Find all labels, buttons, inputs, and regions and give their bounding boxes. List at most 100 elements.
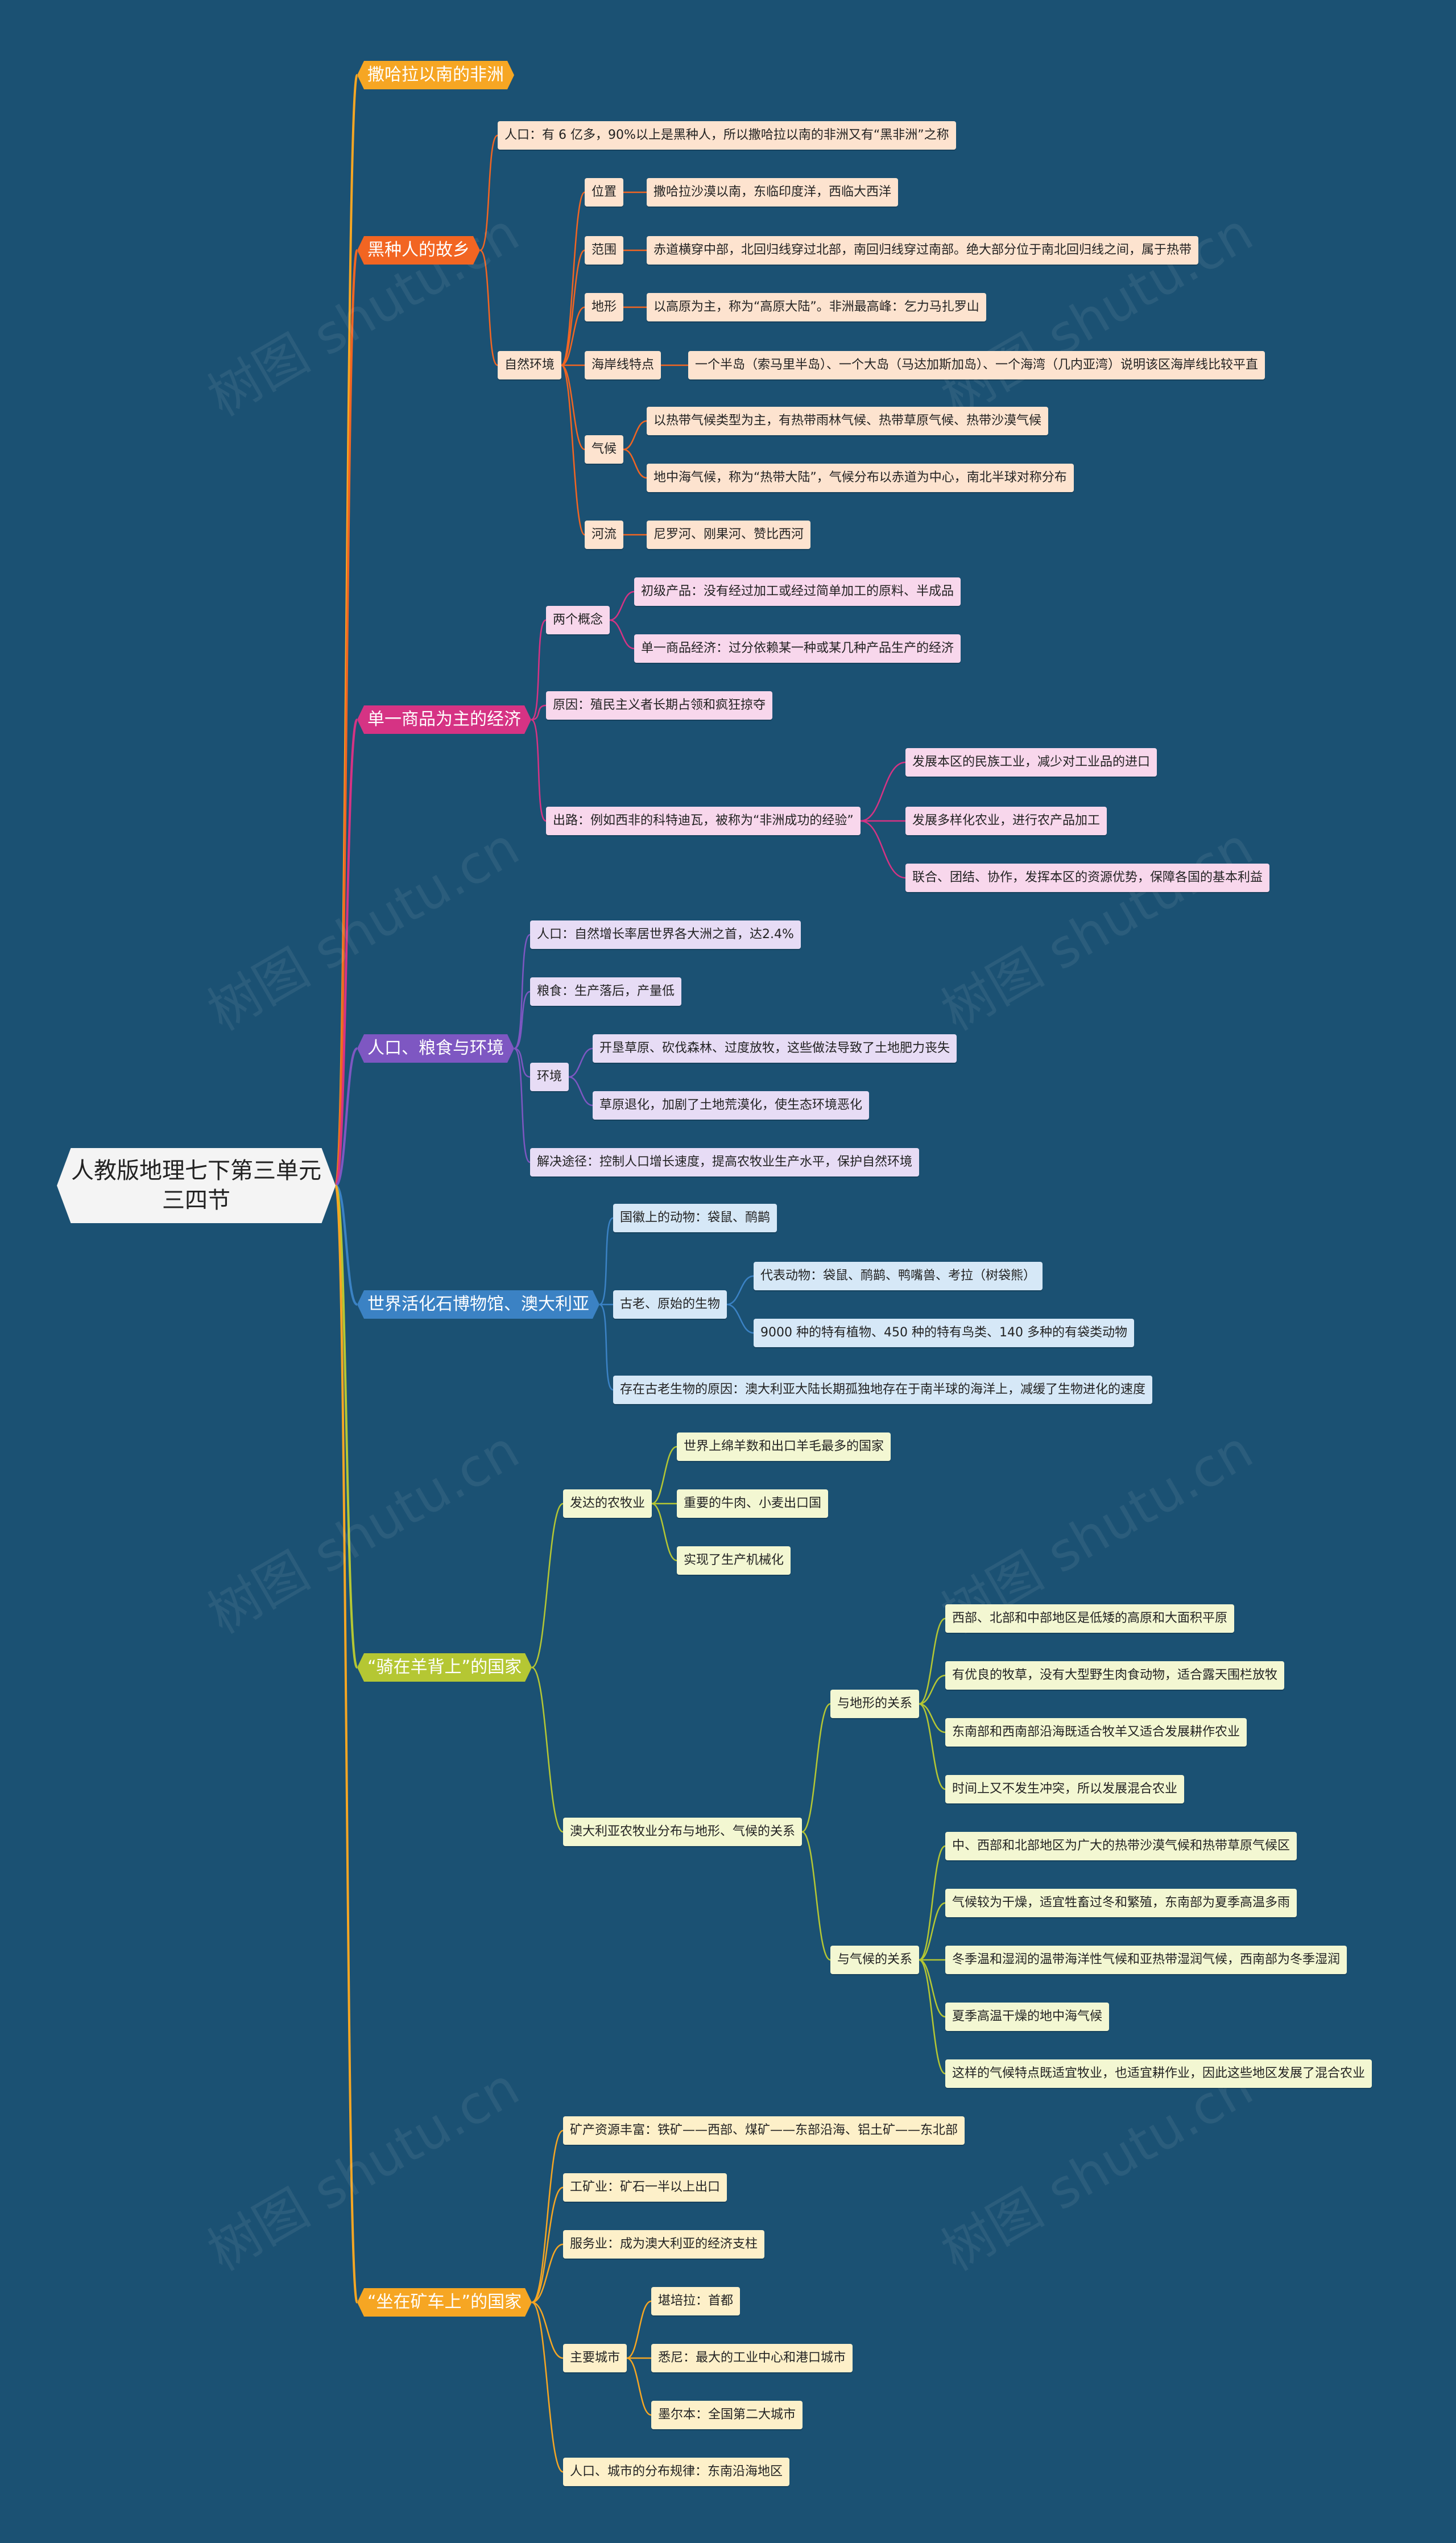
- economy-concept-primary-product[interactable]: 初级产品：没有经过加工或经过简单加工的原料、半成品: [634, 577, 961, 606]
- connector-line: [801, 1703, 831, 1833]
- sheep-terrain-relation[interactable]: 与地形的关系: [830, 1690, 920, 1718]
- connector-line: [919, 1617, 946, 1705]
- pop-growth[interactable]: 人口：自然增长率居世界各大洲之首，达2.4%: [530, 920, 801, 949]
- connector-line: [561, 306, 585, 366]
- connector-line: [531, 2186, 564, 2303]
- sheep-agriculture-1[interactable]: 世界上绵羊数和出口羊毛最多的国家: [677, 1432, 891, 1461]
- connector-line: [561, 364, 585, 451]
- connector-line: [531, 1502, 564, 1669]
- africa-natural-environment[interactable]: 自然环境: [498, 351, 562, 379]
- connector-line: [919, 1703, 946, 1790]
- connector-line: [531, 2301, 564, 2473]
- australia-ancient-animals[interactable]: 代表动物：袋鼠、鸸鹋、鸭嘴兽、考拉（树袋熊）: [754, 1262, 1043, 1290]
- africa-coastline-text[interactable]: 一个半岛（索马里半岛）、一个大岛（马达加斯加岛）、一个海湾（几内亚湾）说明该区海…: [688, 351, 1265, 379]
- sheep-terrain-2[interactable]: 有优良的牧草，没有大型野生肉食动物，适合露天围栏放牧: [945, 1661, 1285, 1690]
- africa-climate-text-2[interactable]: 地中海气候，称为“热带大陆”，气候分布以赤道为中心，南北半球对称分布: [647, 464, 1074, 492]
- topic-riding-on-mine-cart[interactable]: “坐在矿车上”的国家: [357, 2288, 532, 2317]
- topic-population-food-environment[interactable]: 人口、粮食与环境: [357, 1034, 514, 1063]
- connector-line: [623, 420, 647, 451]
- economy-cause[interactable]: 原因：殖民主义者长期占领和疯狂掠夺: [546, 691, 773, 720]
- mine-industry[interactable]: 工矿业：矿石一半以上出口: [563, 2173, 727, 2202]
- africa-position-text[interactable]: 撒哈拉沙漠以南，东临印度洋，西临大西洋: [647, 178, 899, 207]
- connector-line: [609, 591, 635, 621]
- connector-line: [626, 2300, 652, 2359]
- sheep-climate-1[interactable]: 中、西部和北部地区为广大的热带沙漠气候和热带草原气候区: [945, 1832, 1297, 1860]
- connector-line: [623, 448, 647, 479]
- connector-line: [599, 1217, 614, 1306]
- sheep-climate-5[interactable]: 这样的气候特点既适宜牧业，也适宜耕作业，因此这些地区发展了混合农业: [945, 2059, 1372, 2088]
- mine-city-sydney[interactable]: 悉尼：最大的工业中心和港口城市: [651, 2344, 853, 2372]
- connector-line: [919, 1674, 946, 1705]
- connector-line: [514, 934, 531, 1050]
- mine-city-canberra[interactable]: 堪培拉：首都: [651, 2287, 741, 2315]
- economy-way-2[interactable]: 发展多样化农业，进行农产品加工: [905, 807, 1107, 835]
- africa-range[interactable]: 范围: [585, 236, 624, 265]
- sheep-climate-4[interactable]: 夏季高温干燥的地中海气候: [945, 2003, 1110, 2031]
- connector-line: [919, 1959, 946, 2075]
- sheep-agriculture[interactable]: 发达的农牧业: [563, 1489, 652, 1518]
- connector-line: [626, 2357, 652, 2416]
- sheep-terrain-4[interactable]: 时间上又不发生冲突，所以发展混合农业: [945, 1775, 1185, 1803]
- mine-services[interactable]: 服务业：成为澳大利亚的经济支柱: [563, 2230, 765, 2259]
- connector-line: [651, 1446, 677, 1505]
- africa-coastline[interactable]: 海岸线特点: [585, 351, 661, 379]
- topic-sub-saharan-africa[interactable]: 撒哈拉以南的非洲: [357, 61, 514, 89]
- economy-way-1[interactable]: 发展本区的民族工业，减少对工业品的进口: [905, 748, 1157, 777]
- connector-line: [479, 249, 498, 366]
- africa-rivers-text[interactable]: 尼罗河、刚果河、赞比西河: [647, 521, 811, 549]
- connector-line: [919, 1845, 946, 1961]
- root-topic[interactable]: 人教版地理七下第三单元三四节: [57, 1148, 336, 1223]
- australia-emblem-animals[interactable]: 国徽上的动物：袋鼠、鸸鹋: [613, 1204, 777, 1232]
- watermark: 树图 shutu.cn: [198, 816, 530, 1043]
- pop-food[interactable]: 粮食：生产落后，产量低: [530, 977, 682, 1006]
- pop-solution[interactable]: 解决途径：控制人口增长速度，提高农牧业生产水平，保护自然环境: [530, 1148, 920, 1176]
- mine-resources[interactable]: 矿产资源丰富：铁矿——西部、煤矿——东部沿海、铝土矿——东北部: [563, 2116, 965, 2145]
- connector-line: [568, 1047, 593, 1078]
- economy-concept-single-commodity[interactable]: 单一商品经济：过分依赖某一种或某几种产品生产的经济: [634, 634, 961, 663]
- australia-ancient-life[interactable]: 古老、原始的生物: [613, 1290, 727, 1319]
- mine-major-cities[interactable]: 主要城市: [563, 2344, 627, 2372]
- pop-environment[interactable]: 环境: [530, 1063, 569, 1091]
- economy-way-out[interactable]: 出路：例如西非的科特迪瓦，被称为“非洲成功的经验”: [546, 807, 861, 835]
- africa-terrain-text[interactable]: 以高原为主，称为“高原大陆”。非洲最高峰：乞力马扎罗山: [647, 293, 986, 321]
- sheep-agriculture-2[interactable]: 重要的牛肉、小麦出口国: [677, 1489, 829, 1518]
- connector-line: [560, 364, 586, 536]
- connector-line: [531, 2243, 564, 2303]
- africa-terrain[interactable]: 地形: [585, 293, 624, 321]
- topic-single-commodity-economy[interactable]: 单一商品为主的经济: [357, 705, 531, 734]
- sheep-terrain-3[interactable]: 东南部和西南部沿海既适合牧羊又适合发展耕作农业: [945, 1718, 1247, 1747]
- topic-australia-fossil-museum[interactable]: 世界活化石博物馆、澳大利亚: [357, 1290, 599, 1319]
- africa-position[interactable]: 位置: [585, 178, 624, 207]
- africa-climate[interactable]: 气候: [585, 435, 624, 464]
- pop-environment-1[interactable]: 开垦草原、砍伐森林、过度放牧，这些做法导致了土地肥力丧失: [593, 1034, 957, 1063]
- connector-line: [531, 2129, 564, 2303]
- africa-range-text[interactable]: 赤道横穿中部，北回归线穿过北部，南回归线穿过南部。绝大部分位于南北回归线之间，属…: [647, 236, 1199, 265]
- africa-population[interactable]: 人口：有 6 亿多，90%以上是黑种人，所以撒哈拉以南的非洲又有“黑非洲”之称: [498, 121, 956, 150]
- sheep-distribution[interactable]: 澳大利亚农牧业分布与地形、气候的关系: [563, 1818, 803, 1846]
- sheep-agriculture-3[interactable]: 实现了生产机械化: [677, 1546, 791, 1575]
- connector-line: [531, 1666, 564, 1833]
- connector-line: [568, 1076, 593, 1107]
- topic-black-race-homeland[interactable]: 黑种人的故乡: [357, 236, 480, 265]
- connector-line: [560, 191, 586, 366]
- sheep-climate-2[interactable]: 气候较为干燥，适宜牲畜过冬和繁殖，东南部为夏季高温多雨: [945, 1889, 1297, 1917]
- australia-endemic-species[interactable]: 9000 种的特有植物、450 种的特有鸟类、140 多种的有袋类动物: [754, 1319, 1134, 1347]
- watermark: 树图 shutu.cn: [198, 201, 530, 428]
- economy-two-concepts[interactable]: 两个概念: [546, 606, 610, 634]
- connector-line: [334, 249, 358, 1187]
- sheep-climate-relation[interactable]: 与气候的关系: [830, 1946, 920, 1974]
- australia-reason[interactable]: 存在古老生物的原因：澳大利亚大陆长期孤独地存在于南半球的海洋上，减缓了生物进化的…: [613, 1376, 1153, 1404]
- economy-way-3[interactable]: 联合、团结、协作，发挥本区的资源优势，保障各国的基本利益: [905, 864, 1270, 892]
- sheep-terrain-1[interactable]: 西部、北部和中部地区是低矮的高原和大面积平原: [945, 1604, 1235, 1633]
- watermark: 树图 shutu.cn: [198, 1419, 530, 1646]
- africa-climate-text-1[interactable]: 以热带气候类型为主，有热带雨林气候、热带草原气候、热带沙漠气候: [647, 407, 1049, 435]
- mine-city-melbourne[interactable]: 墨尔本：全国第二大城市: [651, 2401, 803, 2429]
- connector-line: [531, 704, 547, 721]
- sheep-climate-3[interactable]: 冬季温和湿润的温带海洋性气候和亚热带湿润气候，西南部为冬季湿润: [945, 1946, 1347, 1974]
- mine-population-distribution[interactable]: 人口、城市的分布规律：东南沿海地区: [563, 2458, 790, 2486]
- connector-line: [531, 2301, 564, 2359]
- topic-riding-on-sheep[interactable]: “骑在羊背上”的国家: [357, 1653, 532, 1682]
- africa-rivers[interactable]: 河流: [585, 521, 624, 549]
- pop-environment-2[interactable]: 草原退化，加剧了土地荒漠化，使生态环境恶化: [593, 1091, 870, 1120]
